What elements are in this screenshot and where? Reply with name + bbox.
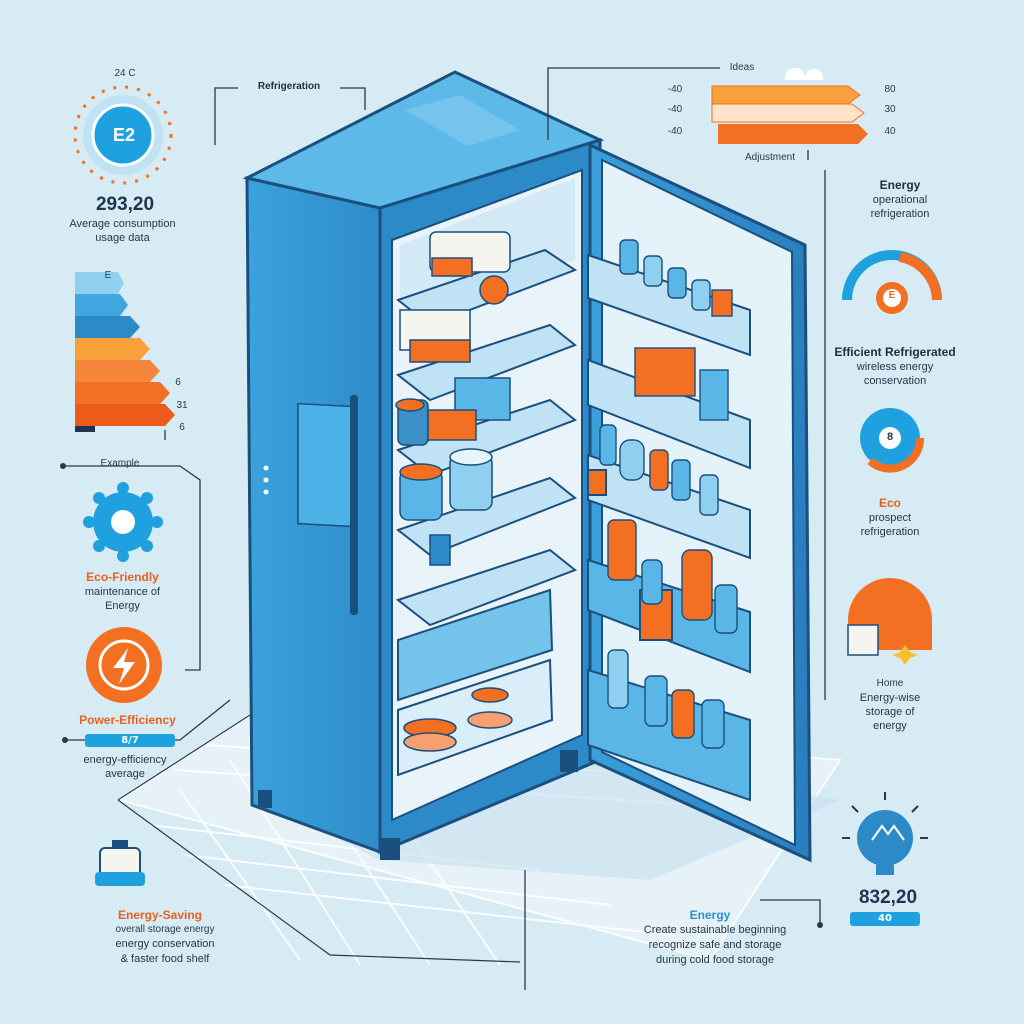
eco-flower-icon xyxy=(83,482,163,562)
eco-line-1: maintenance of xyxy=(84,586,161,598)
temp-left-2: -40 xyxy=(667,104,683,115)
bottom-left-line-2: energy conservation xyxy=(115,938,215,950)
bottom-left-line-3: & faster food shelf xyxy=(120,953,210,965)
rating-value-3: 6 xyxy=(179,422,185,433)
house-line-1: Energy-wise xyxy=(859,692,921,704)
eco-title: Eco-Friendly xyxy=(86,570,159,584)
temperature-bars xyxy=(711,67,868,144)
bulb-pill: 40 xyxy=(850,912,920,926)
house-label: Home xyxy=(876,678,904,689)
house-icon xyxy=(847,578,932,665)
temp-right-3: 40 xyxy=(884,126,896,137)
circle-title: Eco xyxy=(878,496,901,510)
power-line-2: average xyxy=(105,768,145,780)
gauge-line-1: Efficient Refrigerated xyxy=(834,345,956,359)
bottom-left-line-1: overall storage energy xyxy=(115,924,215,935)
temp-left-1: -40 xyxy=(667,84,683,95)
headline-caption-2: usage data xyxy=(95,232,150,244)
energy-title: Energy xyxy=(879,178,921,192)
circle-line-1: prospect xyxy=(868,512,912,524)
battery-icon xyxy=(95,840,145,886)
power-title: Power-Efficiency xyxy=(79,713,176,727)
house-line-3: energy xyxy=(873,720,907,732)
gauge-line-3: conservation xyxy=(863,375,927,387)
circle-line-2: refrigeration xyxy=(860,526,920,538)
circle-badge: 8 xyxy=(886,431,894,443)
center-title: Refrigeration xyxy=(257,81,321,92)
gauge-badge: E xyxy=(888,290,896,301)
temperature-badge xyxy=(73,85,173,185)
power-bar: 8/7 xyxy=(85,734,175,747)
rating-value-1: 6 xyxy=(175,377,181,388)
bottom-right-line-3: during cold food storage xyxy=(655,954,775,966)
section-label: Example xyxy=(100,458,140,469)
light-bulb-icon xyxy=(842,792,928,875)
power-icon xyxy=(86,627,162,703)
house-line-2: storage of xyxy=(865,706,915,718)
eco-line-2: Energy xyxy=(105,600,140,612)
rating-value-2: 31 xyxy=(176,400,188,411)
headline-caption-1: Average consumption xyxy=(69,218,176,230)
headline-value: 293,20 xyxy=(95,194,155,215)
power-line-1: energy-efficiency xyxy=(83,754,167,766)
temps-caption: Adjustment xyxy=(744,152,796,163)
fridge-door xyxy=(587,142,812,863)
top-right-label: Ideas xyxy=(729,62,755,73)
energy-line-1: operational xyxy=(872,194,928,206)
bulb-value: 832,20 xyxy=(858,887,918,908)
temp-right-1: 80 xyxy=(884,84,896,95)
bottom-right-title: Energy xyxy=(689,908,731,922)
floor-outline xyxy=(117,714,521,963)
rating-top-label: E xyxy=(104,270,112,281)
bottom-right-line-2: recognize safe and storage xyxy=(648,939,782,951)
gauge-line-2: wireless energy xyxy=(856,361,934,373)
temp-right-2: 30 xyxy=(884,104,896,115)
eco-circle-icon xyxy=(860,408,925,473)
efficiency-gauge xyxy=(842,250,942,314)
energy-line-2: refrigeration xyxy=(870,208,930,220)
badge-label: E2 xyxy=(112,125,136,145)
energy-rating-bars xyxy=(75,272,175,432)
food-items xyxy=(395,231,513,752)
bottom-right-line-1: Create sustainable beginning xyxy=(643,924,787,936)
temperature-reading: 24 C xyxy=(114,68,136,79)
temp-left-3: -40 xyxy=(667,126,683,137)
bottom-left-title: Energy-Saving xyxy=(117,908,203,922)
